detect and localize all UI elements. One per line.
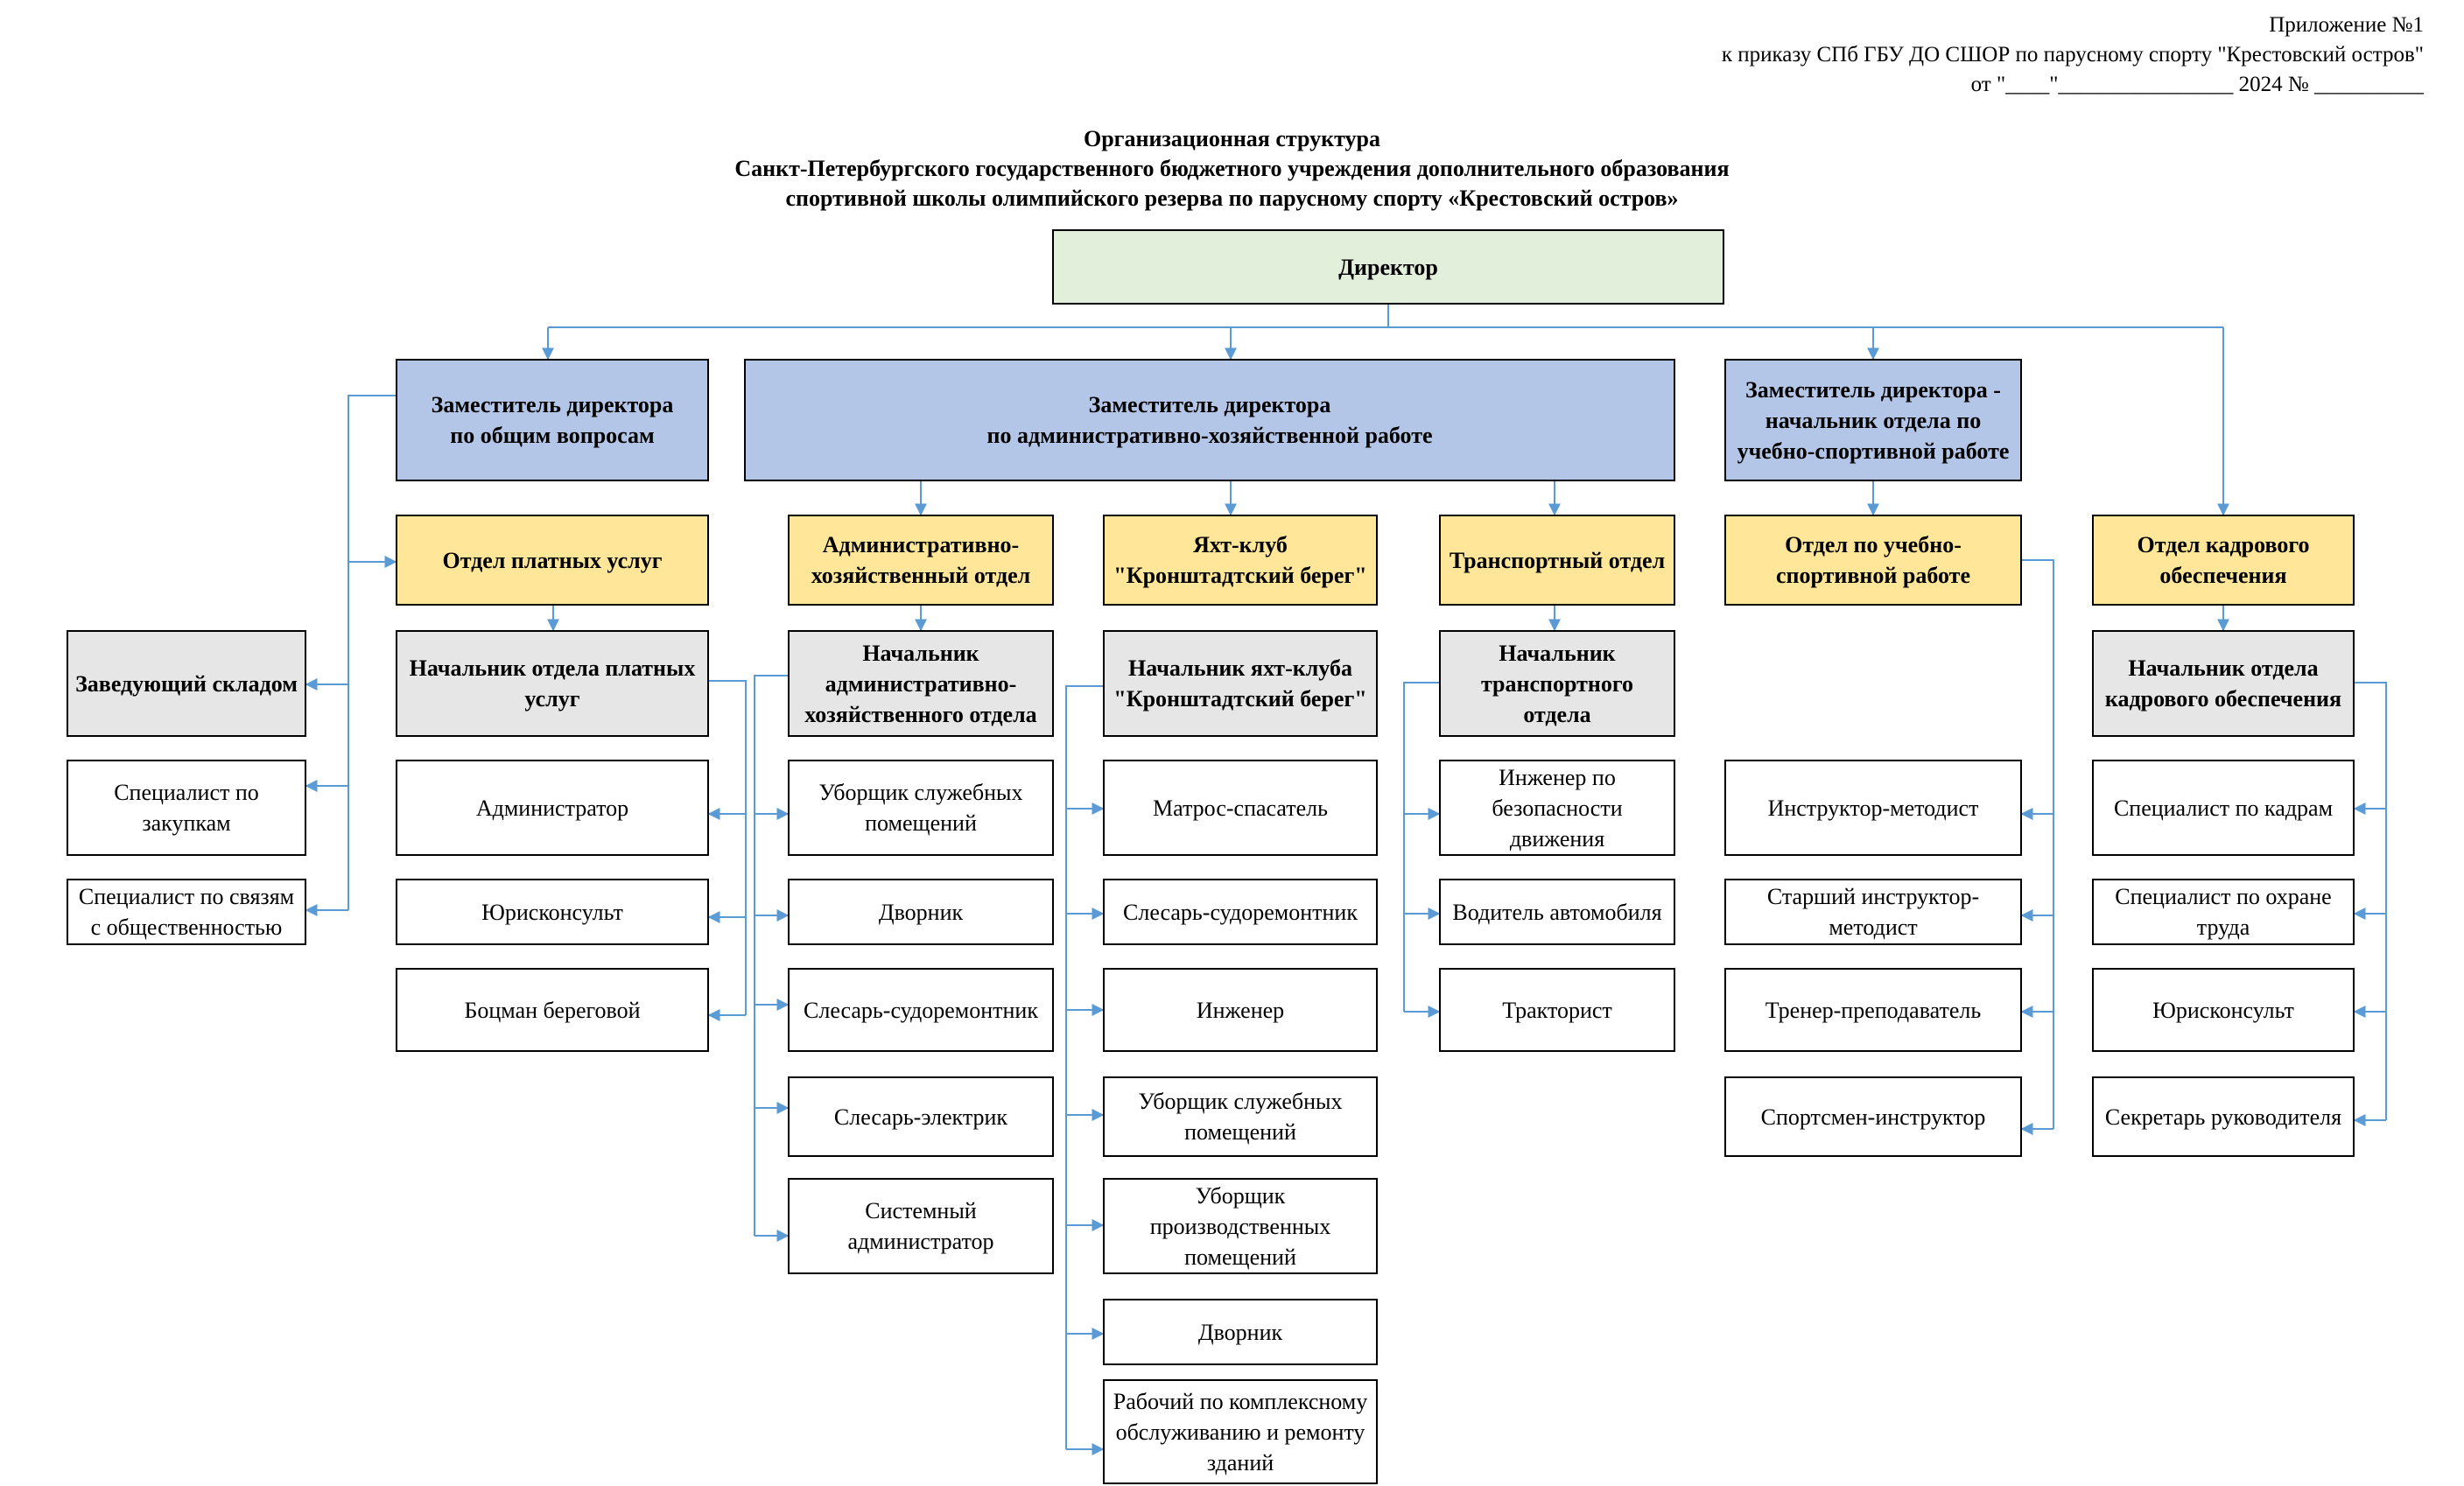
chart-subtitle-1: Санкт-Петербургского государственного бю…	[734, 156, 1730, 181]
paid-legal-counsel-box: Юрисконсульт	[396, 879, 709, 945]
hr-safety-specialist-label: Специалист по охране труда	[2115, 884, 2332, 940]
yacht-club-dept-box: Яхт-клуб "Кронштадтский берег"	[1103, 515, 1378, 606]
paid-services-head-box: Начальник отдела платных услуг	[396, 630, 709, 737]
yacht-maintenance-worker-box: Рабочий по комплексному обслуживанию и р…	[1103, 1379, 1378, 1484]
appendix-number: Приложение №1	[2269, 13, 2424, 37]
sport-dept-box: Отдел по учебно-спортивной работе	[1724, 515, 2022, 606]
hr-specialist-box: Специалист по кадрам	[2092, 760, 2355, 856]
admin-ship-repairer-box: Слесарь-судоремонтник	[788, 968, 1054, 1052]
transport-driver-label: Водитель автомобиля	[1452, 899, 1662, 925]
order-date-line: от "____"________________ 2024 № _______…	[1970, 73, 2424, 96]
paid-administrator-box: Администратор	[396, 760, 709, 856]
admin-electrician-label: Слесарь-электрик	[833, 1104, 1008, 1130]
sport-methodist-label: Инструктор-методист	[1767, 795, 1979, 821]
sport-athlete-instructor-box: Спортсмен-инструктор	[1724, 1076, 2022, 1157]
yacht-club-head-box: Начальник яхт-клуба "Кронштадтский берег…	[1103, 630, 1378, 737]
pr-specialist-label: Специалист по связям с общественностью	[78, 884, 295, 940]
deputy-sport-label: Заместитель директора - начальник отдела…	[1737, 376, 2010, 464]
transport-tractor-driver-box: Тракторист	[1439, 968, 1675, 1052]
hr-safety-specialist-box: Специалист по охране труда	[2092, 879, 2355, 945]
hr-secretary-box: Секретарь руководителя	[2092, 1076, 2355, 1157]
procurement-specialist-label: Специалист по закупкам	[114, 780, 259, 836]
yacht-maintenance-worker-label: Рабочий по комплексному обслуживанию и р…	[1113, 1388, 1368, 1475]
yacht-janitor-box: Дворник	[1103, 1299, 1378, 1365]
paid-administrator-label: Администратор	[475, 795, 629, 821]
paid-services-dept-box: Отдел платных услуг	[396, 515, 709, 606]
admin-dept-label: Административно-хозяйственный отдел	[811, 532, 1031, 588]
hr-legal-counsel-box: Юрисконсульт	[2092, 968, 2355, 1052]
deputy-admin-label: Заместитель директора по административно…	[986, 392, 1433, 448]
yacht-engineer-box: Инженер	[1103, 968, 1378, 1052]
sport-athlete-instructor-label: Спортсмен-инструктор	[1760, 1104, 1986, 1130]
transport-dept-label: Транспортный отдел	[1449, 547, 1666, 573]
admin-office-cleaner-label: Уборщик служебных помещений	[818, 780, 1023, 836]
yacht-industrial-cleaner-box: Уборщик производственных помещений	[1103, 1178, 1378, 1274]
chart-title: Организационная структура	[1083, 126, 1380, 151]
yacht-lifeguard-label: Матрос-спасатель	[1153, 795, 1328, 821]
director-box: Директор	[1052, 229, 1724, 305]
warehouse-head-box: Заведующий складом	[67, 630, 306, 737]
deputy-admin-box: Заместитель директора по административно…	[744, 359, 1675, 481]
hr-secretary-label: Секретарь руководителя	[2104, 1104, 2342, 1130]
hr-head-label: Начальник отдела кадрового обеспечения	[2104, 655, 2342, 711]
transport-driver-box: Водитель автомобиля	[1439, 879, 1675, 945]
paid-boatswain-box: Боцман береговой	[396, 968, 709, 1052]
admin-ship-repairer-label: Слесарь-судоремонтник	[804, 997, 1038, 1023]
admin-janitor-label: Дворник	[878, 899, 964, 925]
hr-head-box: Начальник отдела кадрового обеспечения	[2092, 630, 2355, 737]
yacht-club-dept-label: Яхт-клуб "Кронштадтский берег"	[1113, 532, 1367, 588]
admin-electrician-box: Слесарь-электрик	[788, 1076, 1054, 1157]
admin-dept-head-label: Начальник административно-хозяйственного…	[804, 640, 1037, 727]
paid-services-dept-label: Отдел платных услуг	[442, 547, 663, 573]
deputy-general-label: Заместитель директора по общим вопросам	[431, 392, 674, 448]
yacht-club-head-label: Начальник яхт-клуба "Кронштадтский берег…	[1113, 655, 1367, 711]
admin-janitor-box: Дворник	[788, 879, 1054, 945]
sport-senior-methodist-box: Старший инструктор-методист	[1724, 879, 2022, 945]
admin-dept-head-box: Начальник административно-хозяйственного…	[788, 630, 1054, 737]
paid-boatswain-label: Боцман береговой	[464, 997, 641, 1023]
admin-sysadmin-label: Системный администратор	[847, 1198, 994, 1254]
yacht-industrial-cleaner-label: Уборщик производственных помещений	[1149, 1182, 1331, 1270]
yacht-lifeguard-box: Матрос-спасатель	[1103, 760, 1378, 856]
yacht-janitor-label: Дворник	[1197, 1319, 1283, 1345]
sport-coach-box: Тренер-преподаватель	[1724, 968, 2022, 1052]
yacht-office-cleaner-label: Уборщик служебных помещений	[1138, 1089, 1343, 1145]
admin-dept-box: Административно-хозяйственный отдел	[788, 515, 1054, 606]
sport-dept-label: Отдел по учебно-спортивной работе	[1776, 532, 1970, 588]
admin-sysadmin-box: Системный администратор	[788, 1178, 1054, 1274]
sport-methodist-box: Инструктор-методист	[1724, 760, 2022, 856]
procurement-specialist-box: Специалист по закупкам	[67, 760, 306, 856]
transport-safety-engineer-label: Инженер по безопасности движения	[1492, 764, 1623, 852]
paid-services-head-label: Начальник отдела платных услуг	[409, 655, 696, 711]
chart-subtitle-2: спортивной школы олимпийского резерва по…	[785, 186, 1679, 211]
hr-dept-box: Отдел кадрового обеспечения	[2092, 515, 2355, 606]
yacht-ship-repairer-box: Слесарь-судоремонтник	[1103, 879, 1378, 945]
pr-specialist-box: Специалист по связям с общественностью	[67, 879, 306, 945]
paid-legal-counsel-label: Юрисконсульт	[481, 899, 623, 925]
transport-tractor-driver-label: Тракторист	[1502, 997, 1612, 1023]
deputy-general-box: Заместитель директора по общим вопросам	[396, 359, 709, 481]
sport-coach-label: Тренер-преподаватель	[1765, 997, 1982, 1023]
sport-senior-methodist-label: Старший инструктор-методист	[1766, 884, 1980, 940]
transport-safety-engineer-box: Инженер по безопасности движения	[1439, 760, 1675, 856]
transport-dept-box: Транспортный отдел	[1439, 515, 1675, 606]
transport-head-box: Начальник транспортного отдела	[1439, 630, 1675, 737]
deputy-sport-box: Заместитель директора - начальник отдела…	[1724, 359, 2022, 481]
yacht-office-cleaner-box: Уборщик служебных помещений	[1103, 1076, 1378, 1157]
admin-office-cleaner-box: Уборщик служебных помещений	[788, 760, 1054, 856]
yacht-engineer-label: Инженер	[1196, 997, 1285, 1023]
director-label: Директор	[1338, 254, 1438, 280]
hr-dept-label: Отдел кадрового обеспечения	[2137, 532, 2310, 588]
hr-specialist-label: Специалист по кадрам	[2113, 795, 2334, 821]
transport-head-label: Начальник транспортного отдела	[1480, 640, 1634, 727]
yacht-ship-repairer-label: Слесарь-судоремонтник	[1123, 899, 1358, 925]
hr-legal-counsel-label: Юрисконсульт	[2152, 997, 2294, 1023]
order-reference: к приказу СПб ГБУ ДО СШОР по парусному с…	[1721, 43, 2424, 67]
warehouse-head-label: Заведующий складом	[75, 670, 298, 697]
